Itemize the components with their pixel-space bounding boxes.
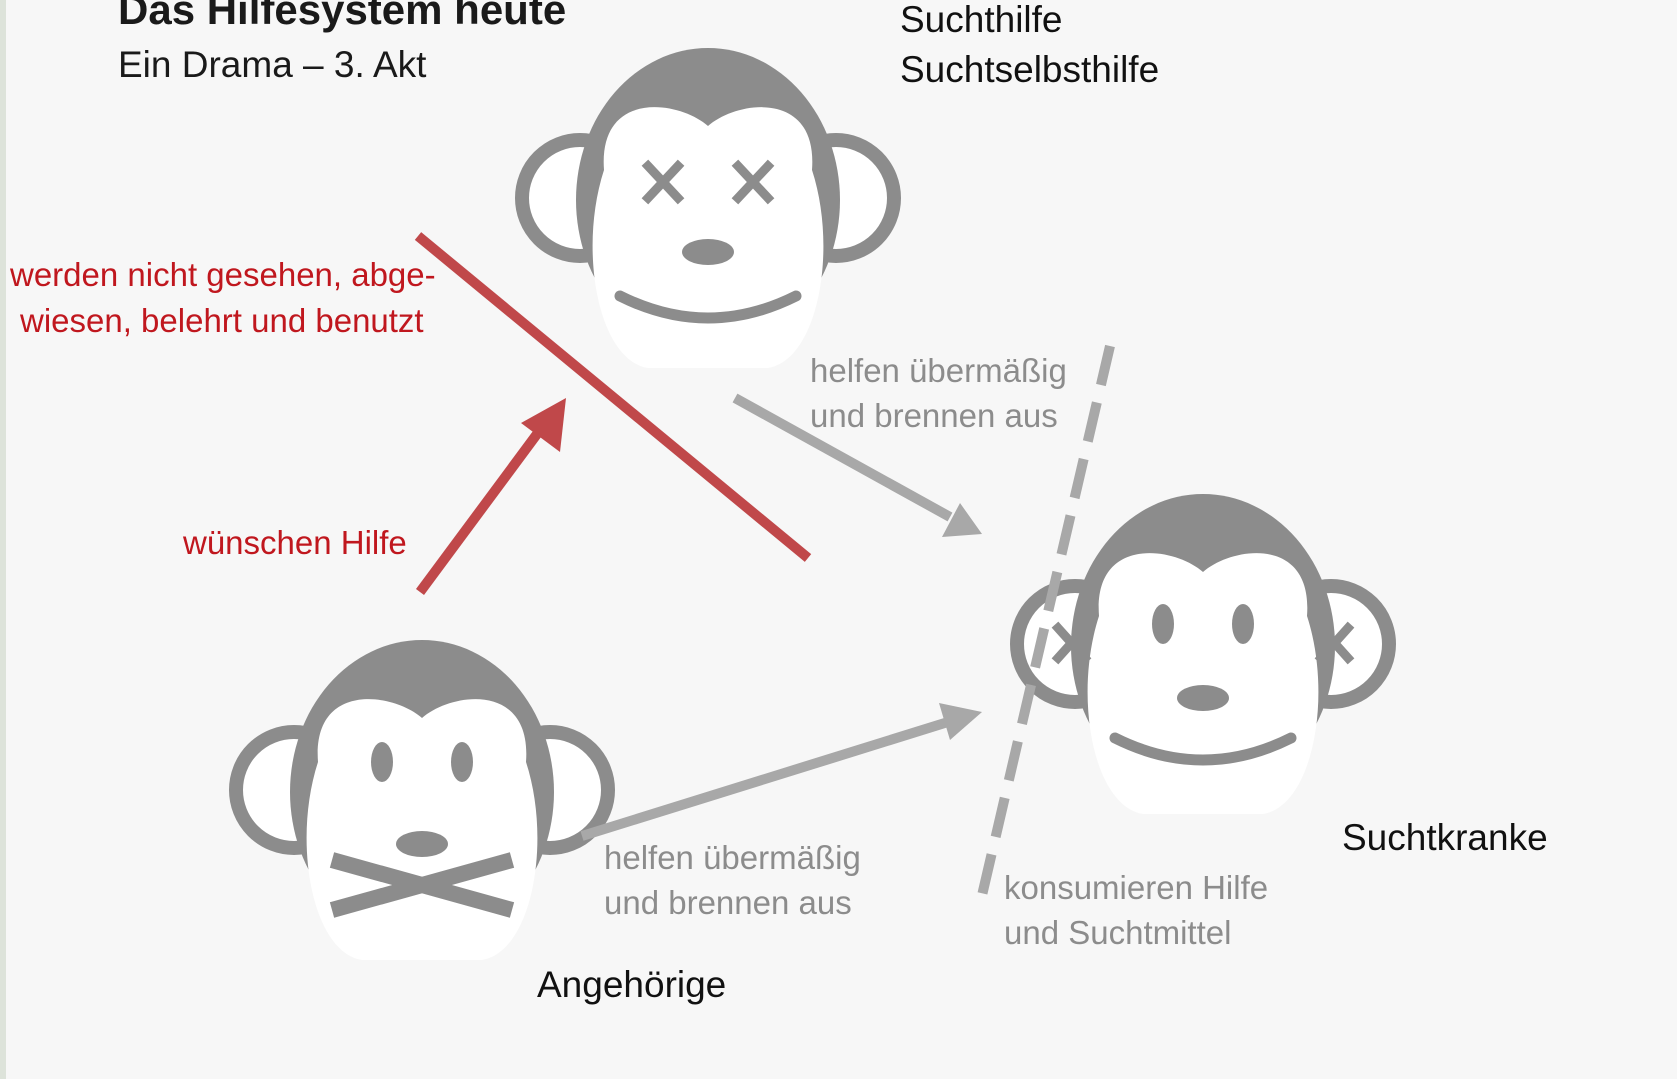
wish-help-arrow [415,398,566,595]
label-help-burnout-top: helfen übermäßig und brennen aus [810,348,1067,438]
label-help-burnout-bottom-line1: helfen übermäßig [604,839,861,876]
dashed-separator [975,344,1115,906]
role-suchtkranke: Suchtkranke [1342,817,1548,858]
help-top-arrow [732,393,982,537]
role-suchthilfe-line2: Suchtselbsthilfe [900,49,1160,90]
help-bottom-arrow [580,703,982,841]
role-angehoerige: Angehörige [537,964,727,1005]
label-consume-line1: konsumieren Hilfe [1004,869,1269,906]
label-help-burnout-top-line1: helfen übermäßig [810,352,1067,389]
monkey-top-icon [522,48,894,368]
label-rejected-line1: werden nicht gesehen, abge- [10,256,436,293]
label-consume-line2: und Suchtmittel [1004,914,1232,951]
monkey-right-icon [1017,494,1389,814]
label-rejected-line2: wiesen, belehrt und benutzt [20,302,424,339]
role-suchthilfe-line1: Suchthilfe [900,0,1063,40]
slide-subtitle: Ein Drama – 3. Akt [118,44,427,85]
monkey-bottom-icon [236,640,608,960]
label-wish-help: wünschen Hilfe [183,524,407,561]
role-suchthilfe: Suchthilfe Suchtselbsthilfe [900,0,1159,95]
label-consume: konsumieren Hilfe und Suchtmittel [1004,865,1268,955]
label-help-burnout-bottom-line2: und brennen aus [604,884,852,921]
slide-edge-bar [0,0,6,1079]
rejection-line [414,232,812,562]
label-rejected: werden nicht gesehen, abge- wiesen, bele… [10,252,436,344]
label-help-burnout-top-line2: und brennen aus [810,397,1058,434]
slide-title: Das Hilfesystem heute [118,0,567,33]
label-help-burnout-bottom: helfen übermäßig und brennen aus [604,835,861,925]
